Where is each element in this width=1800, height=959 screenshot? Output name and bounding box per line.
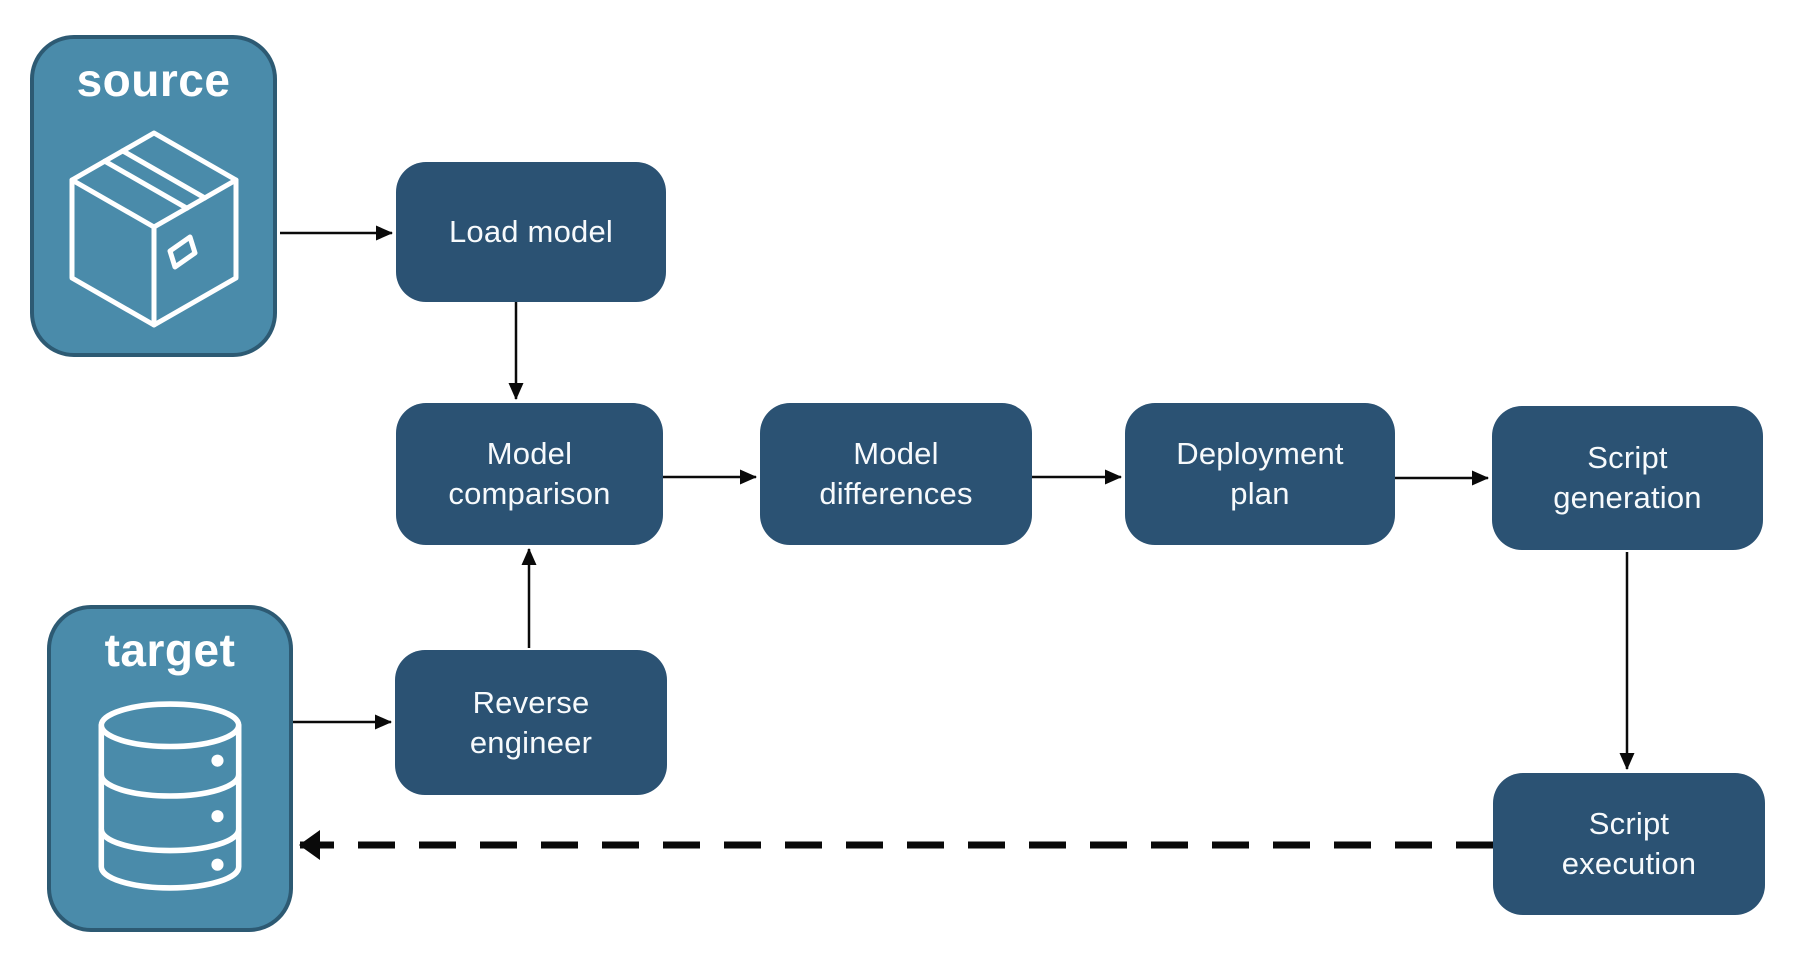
package-icon [69,130,238,328]
node-script-execution-label: Script execution [1561,806,1697,881]
node-load-model-label: Load model [448,214,613,250]
node-source-label: source [76,54,231,106]
node-script-generation: Script generation [1492,406,1763,550]
node-load-model: Load model [396,162,666,302]
node-reverse-engineer: Reverse engineer [395,650,667,795]
node-reverse-engineer-label: Reverse engineer [469,684,593,760]
node-model-differences: Model differences [760,403,1032,545]
node-model-comparison: Model comparison [396,403,663,545]
node-script-generation-label: Script generation [1553,440,1702,515]
database-icon [98,701,242,891]
node-model-comparison-label: Model comparison [448,436,611,511]
node-script-execution: Script execution [1493,773,1765,915]
node-source: source [30,35,277,357]
node-deployment-plan: Deployment plan [1125,403,1395,545]
node-deployment-plan-label: Deployment plan [1176,436,1344,511]
node-model-differences-label: Model differences [819,436,973,511]
node-target-label: target [104,624,236,676]
node-target: target [47,605,293,932]
